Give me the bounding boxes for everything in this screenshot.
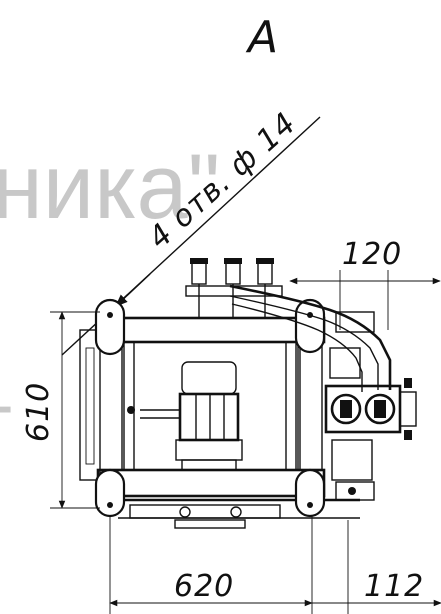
pipe-coupling bbox=[335, 311, 375, 333]
lug-top-left bbox=[94, 298, 126, 356]
hole-bottom-left bbox=[107, 502, 113, 508]
pump-left bbox=[330, 393, 362, 425]
holes-leader-arrow bbox=[115, 273, 151, 307]
pump-right-core bbox=[374, 400, 386, 418]
watermark-text-left: т bbox=[0, 373, 12, 475]
dim-overall-width: 620 112 bbox=[109, 516, 441, 614]
valve-3-cap bbox=[256, 258, 274, 264]
right-valve-knob bbox=[348, 487, 356, 495]
dim-top-offset: 120 bbox=[289, 237, 441, 330]
pipe-inner bbox=[229, 295, 379, 390]
pump-left-core bbox=[340, 400, 352, 418]
hole-bottom-right bbox=[307, 502, 313, 508]
frame-bottom-beam bbox=[96, 468, 326, 498]
hole-top-left bbox=[107, 312, 113, 318]
base-plate-foot bbox=[129, 504, 281, 519]
frame-right-wall bbox=[299, 341, 323, 471]
lug-bottom-left bbox=[94, 468, 126, 518]
base-bolt-1 bbox=[179, 506, 191, 518]
frame-top-beam bbox=[96, 316, 326, 344]
valve-1-cap bbox=[190, 258, 208, 264]
pipe-outer bbox=[229, 284, 392, 390]
frame-left-inner-wall bbox=[85, 347, 95, 465]
motor-mount-bolt bbox=[127, 406, 135, 414]
view-label: A bbox=[245, 12, 279, 63]
motor-body bbox=[178, 392, 240, 442]
base-bracket bbox=[174, 519, 246, 529]
frame-left-wall bbox=[79, 329, 101, 481]
motor-assembly bbox=[127, 361, 243, 471]
dim-112-text: 112 bbox=[364, 569, 424, 604]
dim-120-text: 120 bbox=[342, 237, 402, 272]
motor-housing bbox=[181, 361, 237, 395]
flange-right bbox=[399, 391, 417, 427]
valve-3 bbox=[257, 261, 273, 285]
right-valve-box bbox=[335, 481, 375, 501]
motor-base bbox=[175, 439, 243, 461]
piping bbox=[229, 284, 392, 392]
flange-bolt-top bbox=[404, 378, 412, 388]
base-bolt-2 bbox=[230, 506, 242, 518]
dim-overall-height: 610 bbox=[21, 311, 100, 509]
pump-right bbox=[364, 393, 396, 425]
right-lower-box bbox=[331, 439, 373, 481]
watermark: ника" т bbox=[0, 136, 220, 475]
motor-foot-pad bbox=[181, 459, 237, 471]
flange-bolt-bottom bbox=[404, 430, 412, 440]
pipe-third bbox=[231, 303, 363, 392]
pipe-bracket bbox=[329, 347, 361, 379]
watermark-text-main: ника" bbox=[0, 136, 220, 238]
valve-2 bbox=[225, 261, 241, 285]
lug-bottom-right bbox=[294, 468, 326, 518]
valve-1 bbox=[191, 261, 207, 285]
frame-post-right bbox=[285, 341, 297, 471]
dim-620-text: 620 bbox=[174, 569, 234, 604]
frame-post-left bbox=[123, 341, 135, 471]
right-equipment bbox=[324, 378, 417, 501]
dim-610-text: 610 bbox=[21, 382, 56, 442]
pump-housing bbox=[324, 384, 402, 434]
valve-2-cap bbox=[224, 258, 242, 264]
